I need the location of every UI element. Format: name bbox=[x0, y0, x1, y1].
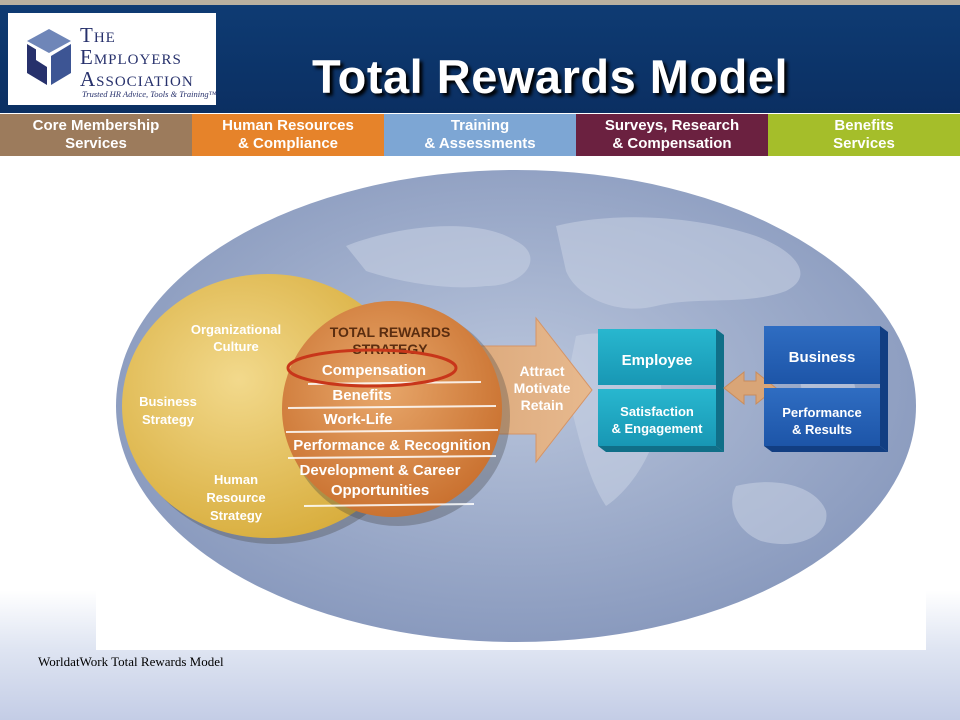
compensation-highlight-ellipse bbox=[286, 348, 458, 388]
business-box-side bbox=[880, 326, 888, 452]
top-border bbox=[0, 0, 960, 5]
organizational-culture-line-2: Culture bbox=[213, 339, 259, 354]
logo-text-line-2: Employers bbox=[80, 45, 182, 69]
logo-tagline: Trusted HR Advice, Tools & Training™ bbox=[82, 89, 217, 99]
strategy-title-line-1: TOTAL REWARDS bbox=[330, 324, 451, 340]
business-box-bottom-panel bbox=[764, 388, 880, 446]
employee-box-bottom-panel bbox=[598, 389, 716, 446]
business-box-bottom bbox=[764, 446, 888, 452]
business-box-top bbox=[764, 326, 880, 384]
arrow-text-motivate: Motivate bbox=[514, 380, 571, 396]
employee-satisfaction-label: Satisfaction bbox=[620, 404, 694, 419]
employee-box-side bbox=[716, 329, 724, 452]
strategy-item-development-career: Development & Career bbox=[300, 462, 461, 479]
strategy-item-performance-recognition: Performance & Recognition bbox=[293, 437, 491, 454]
strategy-item-opportunities: Opportunities bbox=[331, 482, 429, 499]
nav-human-resources-compliance[interactable]: Human Resources & Compliance bbox=[192, 114, 384, 156]
strategy-item-work-life: Work-Life bbox=[324, 411, 393, 428]
business-results-label: & Results bbox=[792, 422, 852, 437]
human-resource-strategy-line-3: Strategy bbox=[210, 508, 263, 523]
human-resource-strategy-line-2: Resource bbox=[206, 490, 265, 505]
organizational-culture-line-1: Organizational bbox=[191, 322, 281, 337]
employee-box-top bbox=[598, 329, 716, 385]
human-resource-strategy-line-1: Human bbox=[214, 472, 258, 487]
diagram-graphic: Organizational Culture Business Strategy… bbox=[116, 170, 916, 642]
nav-core-membership-services[interactable]: Core Membership Services bbox=[0, 114, 192, 156]
employee-box-bottom bbox=[598, 446, 724, 452]
employee-engagement-label: & Engagement bbox=[611, 421, 703, 436]
main-nav: Core Membership Services Human Resources… bbox=[0, 114, 960, 156]
nav-training-assessments[interactable]: Training & Assessments bbox=[384, 114, 576, 156]
total-rewards-diagram: Organizational Culture Business Strategy… bbox=[96, 156, 926, 650]
nav-surveys-research-compensation[interactable]: Surveys, Research & Compensation bbox=[576, 114, 768, 156]
employee-label: Employee bbox=[622, 352, 693, 369]
nav-benefits-services[interactable]: Benefits Services bbox=[768, 114, 960, 156]
business-performance-label: Performance bbox=[782, 405, 861, 420]
logo-text-line-3: Association bbox=[80, 67, 194, 91]
business-strategy-line-1: Business bbox=[139, 394, 197, 409]
strategy-item-benefits: Benefits bbox=[332, 387, 391, 404]
diagram-caption: WorldatWork Total Rewards Model bbox=[38, 654, 224, 669]
header-banner: The Employers Association Trusted HR Adv… bbox=[0, 5, 960, 113]
page-title: Total Rewards Model bbox=[311, 50, 789, 103]
logo-text-line-1: The bbox=[80, 23, 116, 47]
business-strategy-line-2: Strategy bbox=[142, 412, 195, 427]
strategy-item-compensation: Compensation bbox=[322, 362, 426, 379]
arrow-text-attract: Attract bbox=[519, 363, 564, 379]
strategy-circle bbox=[282, 301, 502, 517]
arrow-text-retain: Retain bbox=[521, 397, 564, 413]
logo-cube-icon bbox=[27, 29, 71, 85]
business-label: Business bbox=[789, 349, 856, 366]
employers-association-logo[interactable]: The Employers Association Trusted HR Adv… bbox=[8, 13, 217, 105]
